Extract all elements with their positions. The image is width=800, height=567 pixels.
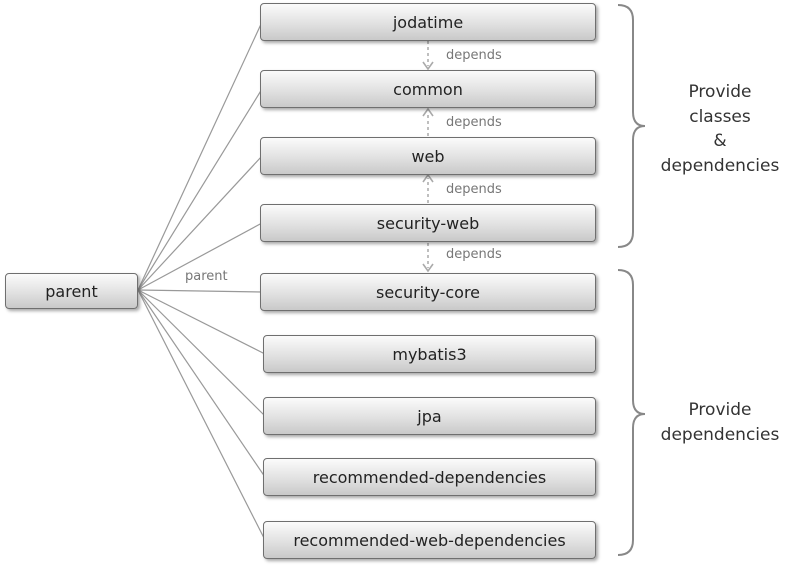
group-brackets (617, 4, 646, 556)
arrow-head-1 (422, 61, 434, 71)
depends-label-3: depends (446, 182, 502, 197)
module-label: jodatime (392, 12, 464, 32)
parent-connectors (137, 21, 266, 541)
group-label-line: Provide (688, 400, 752, 420)
connector-recommended-web-dependencies (137, 289, 266, 541)
group-label-line: dependencies (660, 424, 780, 445)
depends-label-2: depends (446, 115, 502, 130)
module-label: recommended-dependencies (312, 467, 547, 487)
arrow-head-4 (422, 263, 434, 273)
group-label-line: Provide (688, 82, 752, 102)
group-label-line: & (713, 131, 727, 152)
depends-label-1: depends (446, 48, 502, 63)
parent-module-label: parent (45, 281, 98, 301)
parent-module[interactable]: parent (5, 273, 138, 309)
bracket-top (617, 4, 646, 248)
connector-common (137, 88, 263, 291)
module-label: common (393, 79, 463, 99)
bracket-bottom (617, 269, 646, 556)
module-mybatis3[interactable]: mybatis3 (263, 335, 596, 373)
module-label: jpa (417, 406, 442, 426)
module-web[interactable]: web (260, 137, 596, 175)
depends-label-4: depends (446, 247, 502, 262)
connector-web (137, 155, 263, 291)
module-security-web[interactable]: security-web (260, 204, 596, 242)
connector-jpa (137, 289, 266, 417)
module-jodatime[interactable]: jodatime (260, 3, 596, 41)
module-label: web (411, 146, 445, 166)
group-label-dependencies: Provide dependencies (650, 398, 790, 447)
module-label: security-core (375, 282, 481, 302)
group-label-classes-dependencies: Provide classes & dependencies (650, 80, 790, 179)
group-label-line: dependencies (660, 155, 780, 176)
connector-jodatime (137, 21, 263, 291)
module-jpa[interactable]: jpa (263, 397, 596, 435)
arrow-head-2 (422, 107, 434, 117)
module-label: recommended-web-dependencies (293, 530, 566, 550)
parent-edge-label: parent (185, 269, 228, 284)
connector-security-core (137, 289, 263, 293)
module-security-core[interactable]: security-core (260, 273, 596, 311)
module-label: mybatis3 (392, 344, 467, 364)
connector-security-web (137, 222, 263, 291)
module-common[interactable]: common (260, 70, 596, 108)
arrow-head-3 (422, 173, 434, 183)
connector-mybatis3 (137, 289, 266, 355)
module-label: security-web (376, 213, 480, 233)
group-label-line: classes (689, 106, 751, 127)
arrow-heads (422, 61, 434, 273)
connector-recommended-dependencies (137, 289, 266, 478)
module-recommended-web-dependencies[interactable]: recommended-web-dependencies (263, 521, 596, 559)
module-recommended-dependencies[interactable]: recommended-dependencies (263, 458, 596, 496)
